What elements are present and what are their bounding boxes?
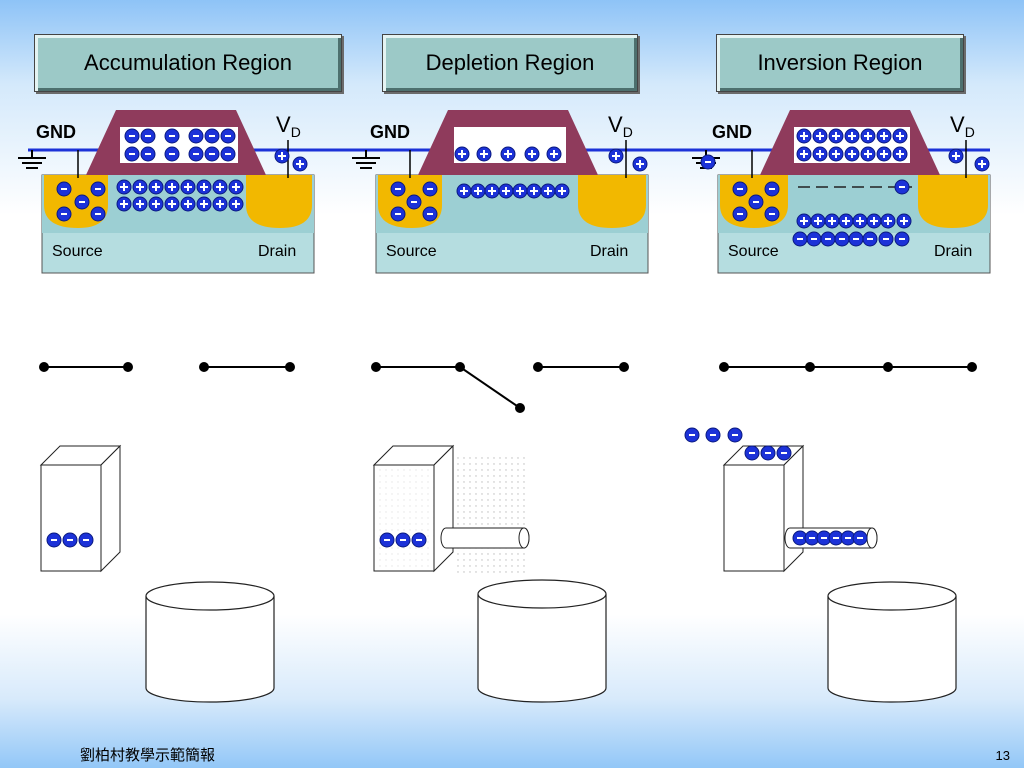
switch-inversion [719, 362, 977, 372]
mosfet-inversion: GND VD Source Drain [692, 110, 991, 274]
drain-positive-charges [948, 148, 990, 172]
gnd-label: GND [370, 122, 410, 142]
panel-title: Depletion Region [425, 50, 595, 75]
title-inversion: Inversion Region [716, 34, 964, 92]
ground-icon [352, 150, 380, 169]
drain-positive-charges [274, 148, 308, 172]
switch-depletion [371, 362, 629, 413]
page-number: 13 [995, 748, 1010, 763]
vd-label: VD [950, 112, 975, 140]
source-label: Source [728, 243, 779, 260]
drain-positive-charges [608, 148, 648, 172]
drain-label: Drain [934, 243, 972, 260]
drain-label: Drain [258, 243, 296, 260]
channel-electrons [792, 231, 910, 247]
title-accumulation: Accumulation Region [34, 34, 342, 92]
gnd-label: GND [36, 122, 76, 142]
source-label: Source [52, 243, 103, 260]
ground-icon [18, 150, 46, 169]
cylinder-accumulation [145, 581, 275, 703]
title-depletion: Depletion Region [382, 34, 638, 92]
tank-depletion [372, 444, 530, 576]
source-label: Source [386, 243, 437, 260]
panel-title: Inversion Region [757, 50, 923, 75]
tank-inversion [684, 427, 878, 573]
cylinder-depletion [477, 579, 607, 703]
drain-region [578, 175, 646, 228]
drain-region [918, 175, 988, 228]
gnd-label: GND [712, 122, 752, 142]
cylinder-inversion [827, 581, 957, 703]
vd-label: VD [608, 112, 633, 140]
switch-accumulation [39, 362, 295, 372]
mosfet-accumulation: GND VD Source Drain [18, 110, 315, 274]
footer-author: 劉柏村教學示範簡報 [80, 746, 216, 764]
panel-title: Accumulation Region [84, 50, 292, 75]
mosfet-depletion: GND VD Source Drain [352, 110, 649, 274]
drain-label: Drain [590, 243, 628, 260]
drain-region [246, 175, 312, 228]
vd-label: VD [276, 112, 301, 140]
tank-accumulation [39, 444, 122, 573]
